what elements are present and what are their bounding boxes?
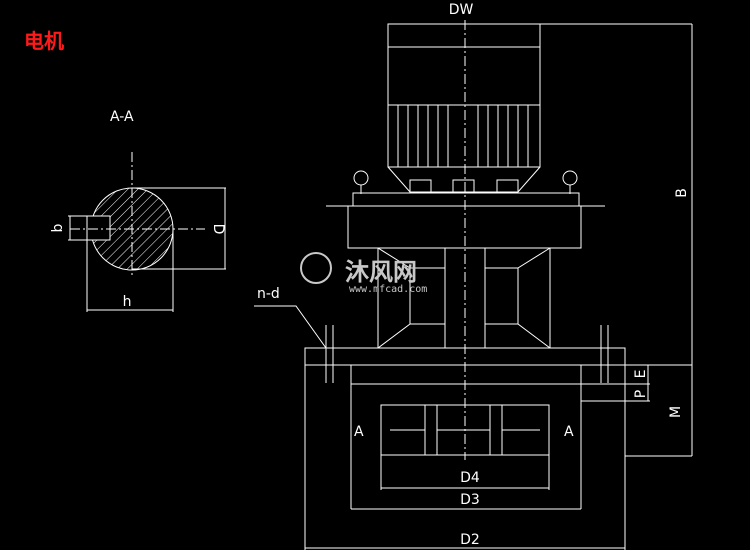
dim-d-label: D bbox=[210, 224, 226, 235]
dim-b-label: b bbox=[50, 223, 66, 232]
dim-e-label: E bbox=[633, 370, 649, 379]
dim-n-d-label: n-d bbox=[257, 286, 280, 302]
cooling-fins bbox=[387, 104, 541, 168]
section-marker-left: A bbox=[354, 424, 364, 440]
dim-dw-label: DW bbox=[449, 2, 474, 18]
dim-d2-label: D2 bbox=[460, 532, 480, 548]
dim-b-top-label: B bbox=[674, 188, 690, 198]
dim-d3-label: D3 bbox=[460, 492, 480, 508]
dim-p-label: P bbox=[633, 390, 649, 398]
section-a-a: A-A D b h bbox=[50, 109, 226, 312]
watermark: 沐风网 www.mfcad.com bbox=[300, 252, 427, 295]
section-marker-right: A bbox=[564, 424, 574, 440]
keyway bbox=[86, 215, 111, 241]
motor-elevation: DW bbox=[254, 2, 693, 550]
section-label: A-A bbox=[110, 109, 134, 125]
dim-d4-label: D4 bbox=[460, 470, 480, 486]
lifting-eye-right bbox=[562, 170, 578, 186]
dim-m-label: M bbox=[668, 406, 684, 418]
drawing-title: 电机 bbox=[24, 29, 64, 53]
dim-h-label: h bbox=[123, 294, 132, 310]
lifting-eye-left bbox=[353, 170, 369, 186]
watermark-logo-text: 沐风网 bbox=[345, 258, 417, 286]
motor-housing bbox=[387, 23, 541, 106]
watermark-url: www.mfcad.com bbox=[349, 284, 427, 295]
